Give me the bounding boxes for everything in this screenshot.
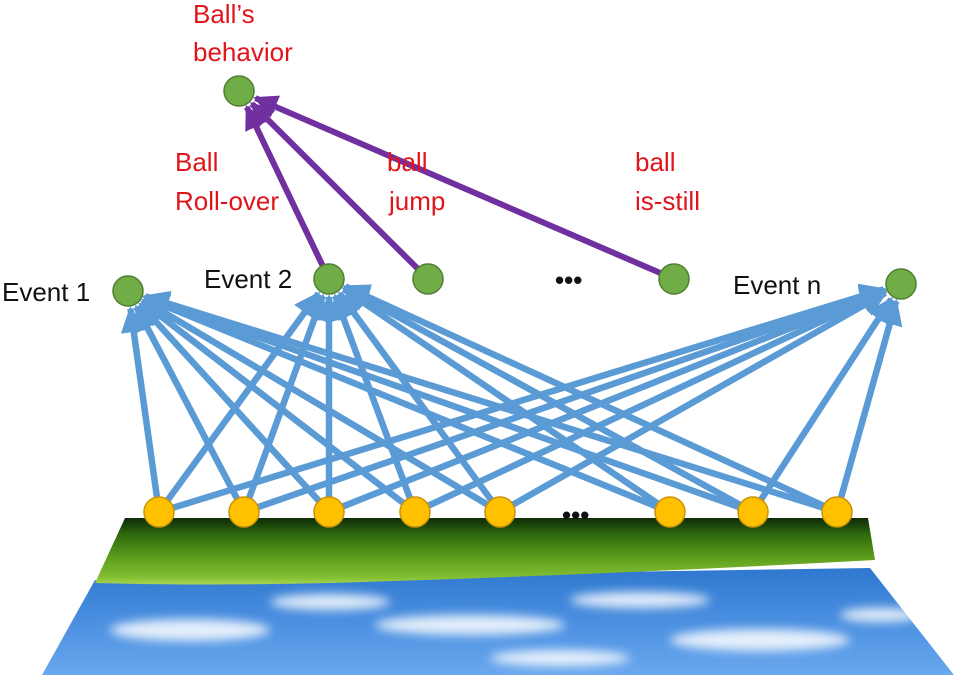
evidence-arrow-to-event-2 [341, 286, 662, 508]
ellipsis-observations: ••• [562, 500, 589, 530]
green-nodes [112, 75, 917, 307]
evidence-arrow-to-event-n [425, 288, 888, 510]
observation-node [821, 496, 853, 528]
event-2-node [313, 263, 345, 295]
observation-node [313, 496, 345, 528]
event-n-label: Event n [733, 270, 821, 300]
evidence-arrow-to-event-n [339, 287, 887, 511]
evidence-arrows [120, 283, 903, 512]
evidence-arrow-to-event-n [837, 298, 903, 501]
relation-label-line1: ball [635, 147, 675, 177]
grass-plane [95, 518, 875, 585]
relation-arrow-jump [249, 101, 421, 272]
behavior-label-line1: Ball’s [193, 0, 255, 29]
evidence-arrow-to-event-n [170, 283, 887, 512]
evidence-arrow-to-event-n [757, 296, 894, 503]
evidence-arrow-to-event-n [509, 290, 888, 509]
event-n-node [885, 268, 917, 300]
relation-arrows [244, 95, 664, 277]
observation-node [143, 496, 175, 528]
relation-label-line1: Ball [175, 147, 218, 177]
evidence-arrow-to-event-2 [336, 291, 495, 504]
observation-node [654, 496, 686, 528]
evidence-arrow-to-event-2 [245, 293, 328, 501]
relation-label-rollover: Ball Roll-over [175, 147, 279, 216]
ground-plane [42, 518, 954, 675]
evidence-arrow-to-event-1 [133, 304, 241, 503]
behavior-label-line2: behavior [193, 37, 293, 67]
jump-node [412, 263, 444, 295]
relation-label-line2: is-still [635, 186, 700, 216]
relation-label-line2: Roll-over [175, 186, 279, 216]
event-1-label: Event 1 [2, 277, 90, 307]
relation-label-jump: ball jump [387, 147, 445, 216]
ellipsis-events: ••• [555, 265, 582, 295]
clouds [110, 592, 920, 666]
behavior-label: Ball’s behavior [193, 0, 293, 67]
relation-arrow-rollover [244, 105, 327, 269]
evidence-arrow-to-event-n [255, 285, 887, 511]
relation-label-line1: ball [387, 147, 427, 177]
evidence-arrow-to-event-2 [331, 293, 414, 501]
behavior-node [223, 75, 255, 107]
observation-node [399, 496, 431, 528]
evidence-arrow-to-event-1 [142, 290, 826, 512]
event-1-node [112, 275, 144, 307]
observation-node [737, 496, 769, 528]
yellow-nodes [143, 496, 853, 528]
observation-node [228, 496, 260, 528]
relation-label-line2: jump [388, 186, 445, 216]
relation-arrow-is-still [253, 95, 664, 277]
is-still-node [658, 263, 690, 295]
event-2-label: Event 2 [204, 264, 292, 294]
evidence-arrow-to-event-1 [120, 306, 161, 500]
evidence-arrow-to-event-1 [142, 292, 742, 511]
evidence-arrow-to-event-2 [164, 291, 322, 504]
observation-node [484, 496, 516, 528]
relation-label-is-still: ball is-still [635, 147, 700, 216]
